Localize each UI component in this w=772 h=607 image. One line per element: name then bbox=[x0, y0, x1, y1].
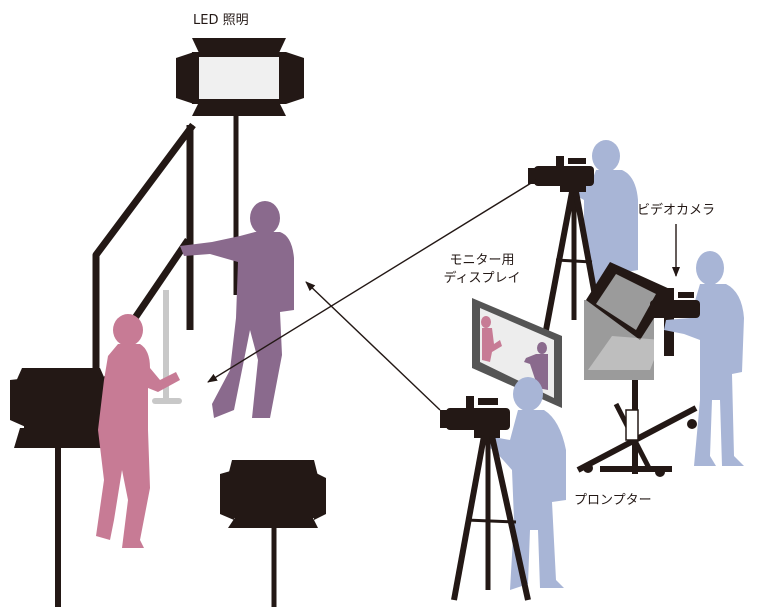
lower-video-camera bbox=[440, 396, 510, 438]
monitor-label-line1: モニター用 bbox=[449, 253, 514, 268]
monitor-label-line2: ディスプレイ bbox=[443, 270, 520, 286]
lower-camera-sightline-arrow bbox=[306, 282, 440, 410]
led-light-label: LED 照明 bbox=[193, 13, 249, 28]
led-light-head bbox=[176, 38, 304, 116]
prompter-camera-operator bbox=[664, 251, 744, 466]
prompter-label: プロンプター bbox=[574, 493, 652, 508]
upper-video-camera bbox=[528, 156, 594, 192]
video-camera-label: ビデオカメラ bbox=[637, 202, 715, 218]
bottom-softbox-light bbox=[220, 460, 326, 607]
